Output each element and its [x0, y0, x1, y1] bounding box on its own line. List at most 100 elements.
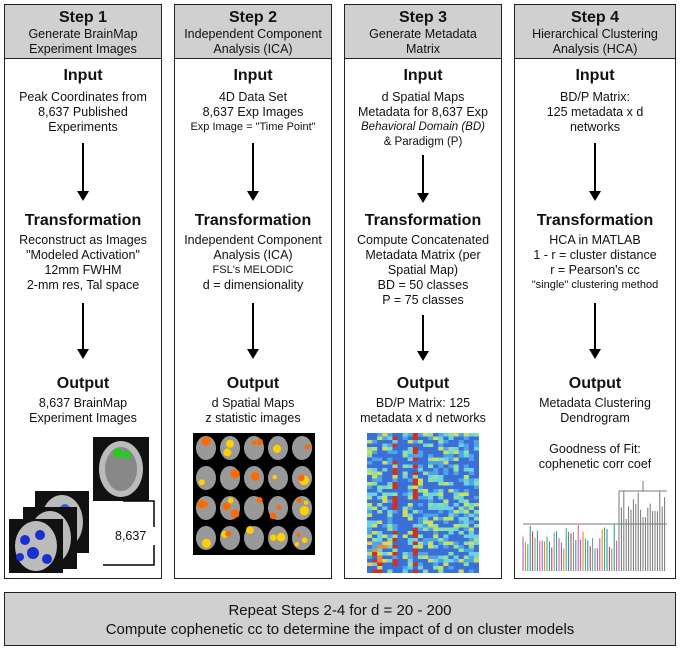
- heatmap-cell: [428, 499, 434, 504]
- heatmap-cell: [458, 555, 465, 560]
- heatmap-cell: [438, 562, 444, 567]
- heatmap-cell: [372, 531, 378, 535]
- heatmap-cell: [468, 566, 475, 570]
- heatmap-cell: [433, 454, 439, 458]
- heatmap-cell: [392, 436, 398, 441]
- heatmap-cell: [407, 492, 414, 497]
- activation-blob: [256, 438, 263, 446]
- heatmap-cell: [468, 482, 475, 486]
- heatmap-cell: [377, 559, 383, 563]
- heatmap-cell: [407, 527, 414, 532]
- heatmap-cell: [438, 496, 444, 500]
- heatmap-cell: [433, 555, 439, 560]
- heatmap-cell: [402, 478, 409, 483]
- heatmap-cell: [382, 517, 388, 521]
- heatmap-cell: [468, 562, 475, 567]
- text-line: d Spatial Maps: [211, 396, 295, 410]
- heatmap-cell: [433, 443, 439, 448]
- heatmap-cell: [473, 506, 479, 511]
- step-4-output-title: Output: [568, 375, 622, 392]
- heatmap-cell: [382, 475, 388, 479]
- heatmap-cell: [397, 461, 403, 465]
- heatmap-cell: [463, 461, 470, 465]
- heatmap-cell: [423, 559, 429, 563]
- heatmap-cell: [473, 541, 479, 546]
- text-line: Reconstruct as Images: [19, 233, 147, 247]
- heatmap-cell: [367, 538, 373, 542]
- heatmap-cell: [382, 520, 388, 525]
- heatmap-cell: [367, 510, 373, 514]
- heatmap-cell: [433, 559, 439, 563]
- heatmap-cell: [382, 527, 388, 532]
- heatmap-cell: [443, 569, 449, 573]
- activation-blob: [276, 505, 282, 510]
- heatmap-cell: [428, 559, 434, 563]
- heatmap-cell: [433, 482, 439, 486]
- step-1-output-text: 8,637 BrainMap Experiment Images: [5, 396, 161, 426]
- heatmap-cell: [458, 478, 465, 483]
- heatmap-cell: [433, 545, 439, 549]
- heatmap-cell: [423, 464, 429, 469]
- heatmap-cell: [402, 471, 409, 476]
- step-3-transform-text: Compute Concatenated Metadata Matrix (pe…: [345, 233, 501, 308]
- heatmap-cell: [438, 531, 444, 535]
- heatmap-cell: [453, 559, 459, 563]
- heatmap-cell: [392, 538, 398, 542]
- text-line: 1 - r = cluster distance: [533, 248, 657, 262]
- heatmap-cell: [377, 517, 383, 521]
- heatmap-cell: [428, 478, 434, 483]
- heatmap-cell: [458, 566, 465, 570]
- heatmap-cell: [473, 499, 479, 504]
- heatmap-cell: [433, 457, 439, 462]
- heatmap-cell: [402, 545, 409, 549]
- heatmap-cell: [377, 545, 383, 549]
- heatmap-cell: [438, 566, 444, 570]
- heatmap-cell: [377, 562, 383, 567]
- heatmap-cell: [412, 447, 419, 451]
- heatmap-cell: [468, 541, 475, 546]
- brain-image-stack: [9, 437, 155, 573]
- heatmap-cell: [468, 489, 475, 493]
- heatmap-cell: [392, 492, 398, 497]
- heatmap-cell: [473, 450, 479, 455]
- heatmap-cell: [468, 492, 475, 497]
- heatmap-cell: [367, 450, 373, 455]
- step-3-transform-title: Transformation: [364, 212, 482, 229]
- heatmap-cell: [387, 555, 393, 560]
- heatmap-cell: [473, 454, 479, 458]
- heatmap-cell: [367, 503, 373, 507]
- heatmap-cell: [412, 569, 419, 573]
- heatmap-cell: [417, 520, 424, 525]
- heatmap-cell: [372, 503, 378, 507]
- heatmap-cell: [438, 468, 444, 472]
- heatmap-cell: [433, 489, 439, 493]
- heatmap-cell: [433, 517, 439, 521]
- heatmap-cell: [443, 513, 449, 518]
- heatmap-cell: [417, 527, 424, 532]
- text-line: 4D Data Set: [218, 90, 288, 104]
- heatmap-cell: [402, 534, 409, 539]
- step-1-header: Step 1 Generate BrainMap Experiment Imag…: [5, 5, 161, 59]
- heatmap-cell: [367, 478, 373, 483]
- heatmap-cell: [438, 520, 444, 525]
- heatmap-cell: [377, 464, 383, 469]
- heatmap-cell: [458, 513, 465, 518]
- heatmap-cell: [412, 559, 419, 563]
- heatmap-cell: [402, 517, 409, 521]
- heatmap-cell: [473, 545, 479, 549]
- heatmap-cell: [468, 496, 475, 500]
- heatmap-cell: [458, 503, 465, 507]
- heatmap-cell: [433, 552, 439, 556]
- heatmap-cell: [412, 510, 419, 514]
- heatmap-cell: [367, 569, 373, 573]
- heatmap-cell: [473, 534, 479, 539]
- heatmap-cell: [443, 482, 449, 486]
- heatmap-cell: [372, 545, 378, 549]
- heatmap-cell: [458, 447, 465, 451]
- heatmap-cell: [438, 482, 444, 486]
- heatmap-cell: [433, 440, 439, 444]
- step-2-subtitle-line: Independent Component: [184, 27, 322, 41]
- heatmap-cell: [412, 443, 419, 448]
- heatmap-cell: [423, 569, 429, 573]
- heatmap-cell: [367, 499, 373, 504]
